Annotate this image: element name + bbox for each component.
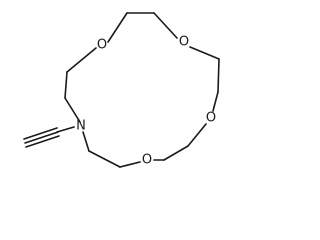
- bond-c7-c8: [163, 145, 189, 161]
- triple-bond-line-2: [24, 131, 59, 144]
- oxygen-atom-1: O: [97, 38, 107, 53]
- bond-o2-c5: [189, 46, 220, 60]
- bond-c4-o2: [153, 12, 178, 39]
- nitrogen-atom: N: [76, 119, 86, 134]
- bond-c2-o1: [66, 47, 97, 73]
- nitrile-group: [23, 126, 75, 148]
- bond-o1-c3: [107, 12, 128, 43]
- triple-bond-line-1: [23, 127, 58, 140]
- bond-c6-o3: [212, 91, 219, 112]
- bond-c5-c6: [217, 58, 220, 93]
- bond-o4-c9: [119, 161, 141, 168]
- bond-c9-c10: [88, 150, 121, 168]
- oxygen-atom-3: O: [206, 111, 216, 126]
- chemical-structure: O O O O N: [23, 12, 220, 168]
- bond-n-cn: [56, 126, 75, 133]
- bond-n-c1: [64, 97, 81, 123]
- oxygen-atom-4: O: [142, 153, 152, 168]
- ring-bonds: [64, 12, 220, 168]
- bond-c10-n: [82, 131, 90, 152]
- triple-bond-line-3: [25, 135, 60, 148]
- molecule-diagram: O O O O N: [23, 12, 220, 168]
- bond-o3-c7: [187, 123, 207, 147]
- bond-c1-c2: [64, 71, 68, 99]
- atom-labels: O O O O N: [76, 35, 216, 168]
- oxygen-atom-2: O: [179, 35, 189, 50]
